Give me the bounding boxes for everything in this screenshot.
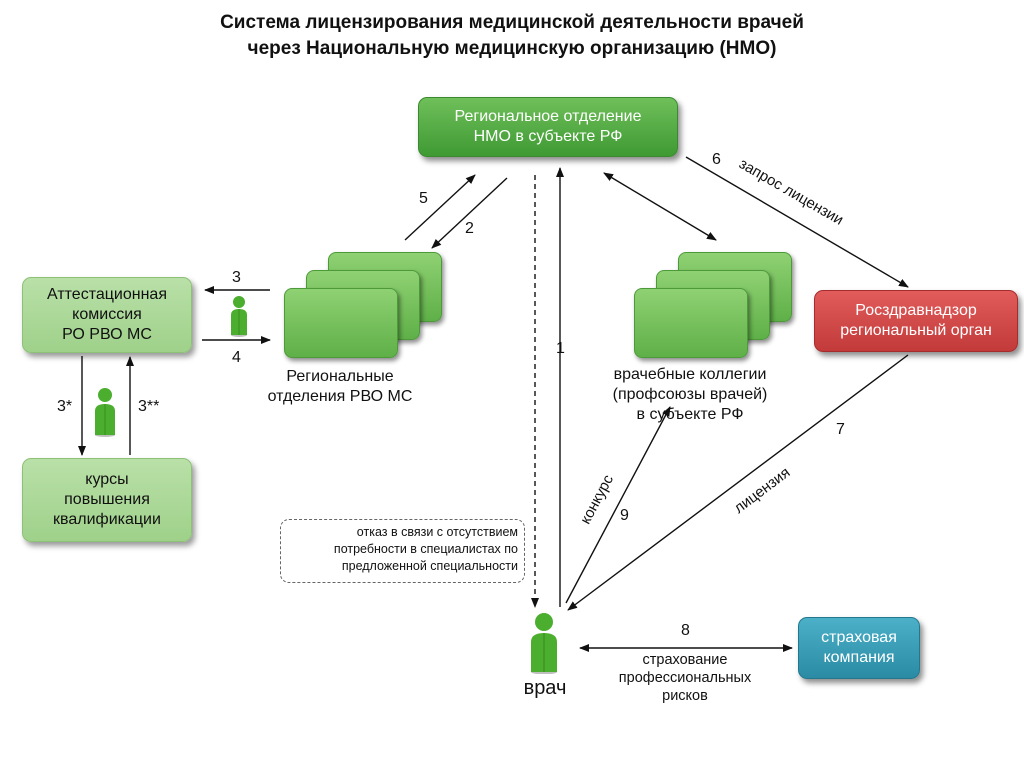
training-courses: курсы повышения квалификации	[22, 458, 192, 542]
person-icon	[95, 388, 115, 437]
rvo-card-front	[284, 288, 398, 358]
edge-9	[565, 406, 671, 604]
nmo-regional-branch: Региональное отделение НМО в субъекте РФ	[418, 97, 678, 157]
edge-label-5: 5	[419, 190, 428, 207]
edge-label-4: 4	[232, 349, 241, 366]
edge-label-6: 6	[712, 151, 721, 168]
edge-label-3: 3	[232, 269, 241, 286]
medical-colleges-label: врачебные коллегии (профсоюзы врачей) в …	[612, 366, 768, 423]
edge-7	[567, 354, 909, 611]
person-icon	[231, 296, 247, 337]
edge-label-3a: 3*	[57, 398, 73, 415]
rvo-branches-label: Региональные отделения РВО МС	[267, 368, 413, 405]
insurance-description: страхование профессиональных рисков	[618, 652, 752, 704]
edge-label-9: 9	[620, 507, 629, 524]
edge-5	[404, 174, 476, 241]
attestation-commission: Аттестационная комиссия РО РВО МС	[22, 277, 192, 353]
refusal-note: отказ в связи с отсутствием потребности …	[280, 519, 525, 583]
roszdravnadzor: Росздравнадзор региональный орган	[814, 290, 1018, 352]
edge-label-3b: 3**	[138, 398, 160, 415]
edge-label-2: 2	[465, 220, 474, 237]
edge-label-1: 1	[556, 340, 565, 357]
edge-6	[685, 156, 909, 288]
doctor-label: врач	[523, 677, 567, 699]
title-line-2: через Национальную медицинскую организац…	[247, 38, 777, 59]
edge-nmo-colleges	[603, 172, 717, 241]
edge-label-8: 8	[681, 622, 690, 639]
diagram-title: Система лицензирования медицинской деяте…	[0, 10, 1024, 62]
title-line-1: Система лицензирования медицинской деяте…	[220, 12, 804, 33]
edge-2	[431, 177, 508, 249]
person-icon	[531, 613, 557, 674]
colleges-card-front	[634, 288, 748, 358]
insurance-company: страховая компания	[798, 617, 920, 679]
edge-label-7: 7	[836, 421, 845, 438]
